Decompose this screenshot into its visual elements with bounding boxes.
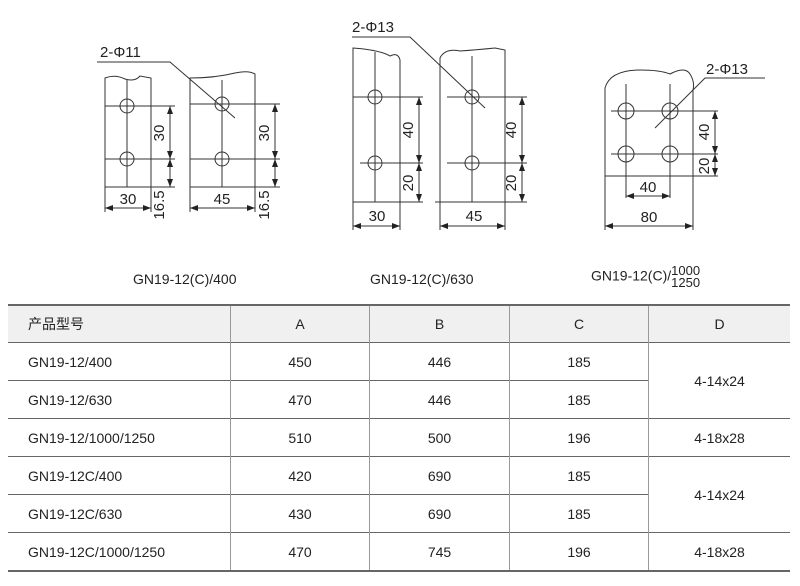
cell-d: 4-14x24 xyxy=(648,342,790,419)
caption-630: GN19-12(C)/630 xyxy=(370,271,474,287)
header-c: C xyxy=(509,304,649,343)
cell-c: 185 xyxy=(509,456,649,495)
table-row: GN19-12/630 470 446 185 xyxy=(8,380,790,419)
caption-num: 1000 xyxy=(671,263,701,278)
cell-model: GN19-12C/400 xyxy=(8,456,231,495)
spacing-label: 30 xyxy=(151,125,168,142)
cell-b: 446 xyxy=(369,380,510,419)
hole-label-3: 2-Φ13 xyxy=(706,61,748,78)
header-model: 产品型号 xyxy=(8,304,231,343)
cell-a: 450 xyxy=(230,342,370,381)
table-row: GN19-12/400 450 446 185 4-14x24 xyxy=(8,342,790,419)
width-label: 30 xyxy=(369,208,386,225)
cell-c: 196 xyxy=(509,418,649,457)
hole-label-2: 2-Φ13 xyxy=(352,19,394,36)
spacing-label: 30 xyxy=(256,125,273,142)
cell-a: 470 xyxy=(230,532,370,572)
caption-400: GN19-12(C)/400 xyxy=(133,271,237,287)
cell-a: 510 xyxy=(230,418,370,457)
drawing-400 xyxy=(97,61,280,212)
cell-d: 4-18x28 xyxy=(648,532,790,572)
cell-c: 196 xyxy=(509,532,649,572)
spacing-label: 40 xyxy=(503,122,520,139)
caption-prefix: GN19-12(C)/ xyxy=(591,267,672,284)
spacing-label: 40 xyxy=(400,122,417,139)
cell-b: 690 xyxy=(369,494,510,533)
table-row: GN19-12/1000/1250 510 500 196 4-18x28 xyxy=(8,418,790,457)
cell-d: 4-14x24 xyxy=(648,456,790,533)
cell-model: GN19-12C/1000/1250 xyxy=(8,532,231,572)
cell-a: 470 xyxy=(230,380,370,419)
width-label: 45 xyxy=(214,191,231,208)
edge-label: 20 xyxy=(503,175,520,192)
edge-label: 20 xyxy=(696,158,713,175)
table-row: GN19-12C/630 430 690 185 xyxy=(8,494,790,533)
cell-b: 745 xyxy=(369,532,510,572)
edge-label: 20 xyxy=(400,175,417,192)
busbar-drawings: 2-Φ11 30 45 30 16.5 30 16.5 2-Φ13 30 45 … xyxy=(97,19,765,230)
width-label: 30 xyxy=(120,191,137,208)
header-d: D xyxy=(648,304,790,343)
inner-width-label: 40 xyxy=(640,179,657,196)
table-header: 产品型号 A B C D xyxy=(8,304,790,343)
spacing-label: 40 xyxy=(696,124,713,141)
spec-table: 产品型号 A B C D GN19-12/400 450 446 185 4-1… xyxy=(8,304,790,572)
cell-c: 185 xyxy=(509,494,649,533)
cell-model: GN19-12/400 xyxy=(8,342,231,381)
cell-model: GN19-12C/630 xyxy=(8,494,231,533)
edge-label: 16.5 xyxy=(151,190,168,219)
cell-b: 690 xyxy=(369,456,510,495)
table-row: GN19-12C/1000/1250 470 745 196 4-18x28 xyxy=(8,532,790,572)
edge-label: 16.5 xyxy=(256,190,273,219)
cell-c: 185 xyxy=(509,380,649,419)
cell-model: GN19-12/630 xyxy=(8,380,231,419)
cell-d: 4-18x28 xyxy=(648,418,790,457)
cell-a: 420 xyxy=(230,456,370,495)
outer-width-label: 80 xyxy=(641,209,658,226)
drawing-1000-1250 xyxy=(604,69,765,230)
cell-b: 500 xyxy=(369,418,510,457)
caption-den: 1250 xyxy=(671,275,701,290)
drawing-630 xyxy=(352,36,527,230)
table-row: GN19-12C/400 420 690 185 4-14x24 xyxy=(8,456,790,533)
header-a: A xyxy=(230,304,370,343)
cell-model: GN19-12/1000/1250 xyxy=(8,418,231,457)
cell-b: 446 xyxy=(369,342,510,381)
header-b: B xyxy=(369,304,510,343)
cell-a: 430 xyxy=(230,494,370,533)
cell-c: 185 xyxy=(509,342,649,381)
width-label: 45 xyxy=(466,208,483,225)
hole-label-1: 2-Φ11 xyxy=(100,44,141,61)
